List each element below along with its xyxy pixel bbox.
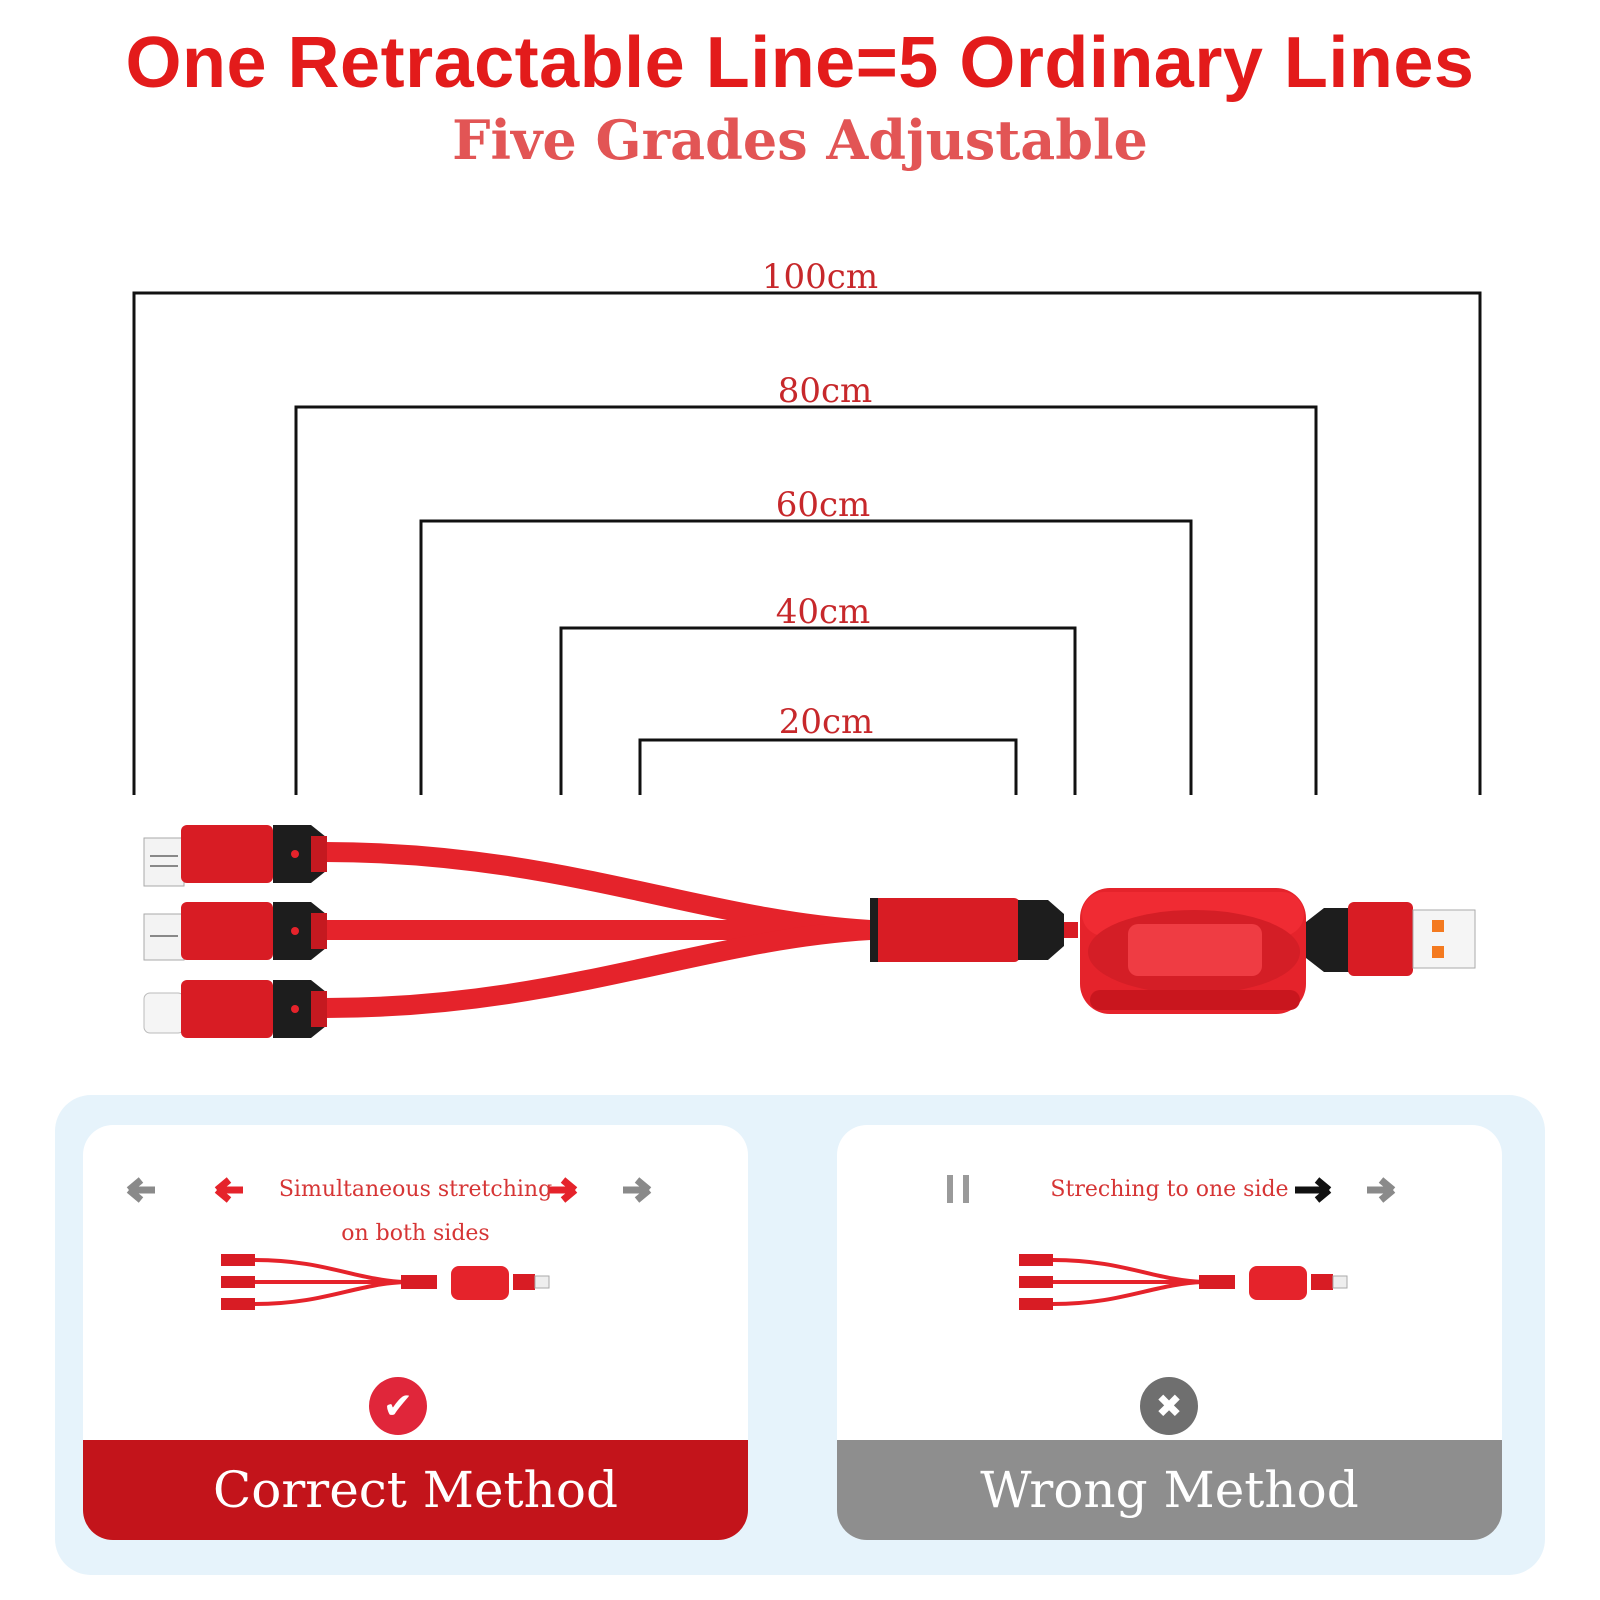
correct-note-line1: Simultaneous stretching (278, 1177, 553, 1202)
bracket-20cm (638, 738, 1018, 795)
bracket-100cm (132, 291, 1482, 795)
stretch-arrows (126, 1177, 652, 1203)
check-icon: ✔ (369, 1377, 427, 1435)
length-label-40cm: 40cm (776, 592, 871, 632)
wrong-method-card: Streching to one side ✖ Wrong Method (837, 1125, 1502, 1540)
wrong-note-line1: Streching to one side (1050, 1177, 1289, 1202)
arrow-left-red-icon (214, 1177, 243, 1203)
bracket-60cm (419, 519, 1193, 795)
length-label-20cm: 20cm (779, 702, 874, 742)
retractable-reel-icon (1080, 888, 1306, 1014)
arrow-left-gray-icon (126, 1177, 155, 1203)
arrow-right-red-icon (549, 1177, 578, 1203)
arrow-right-gray-icon (1367, 1177, 1396, 1203)
stop-bar-icon (947, 1175, 953, 1203)
usb-c-connector-icon (143, 902, 327, 961)
wrong-method-label: Wrong Method (837, 1440, 1502, 1540)
page-subtitle: Five Grades Adjustable (452, 108, 1148, 172)
lightning-connector-icon (143, 980, 327, 1038)
length-label-80cm: 80cm (778, 371, 873, 411)
one-side-arrows (947, 1175, 1396, 1203)
close-icon: ✖ (1140, 1377, 1198, 1435)
correct-note-line2: on both sides (341, 1221, 490, 1246)
bracket-80cm (294, 405, 1318, 795)
length-diagram: 100cm 80cm 60cm 40cm 20cm (132, 257, 1482, 1038)
length-label-100cm: 100cm (762, 257, 878, 297)
arrow-right-gray-icon (623, 1177, 652, 1203)
length-label-60cm: 60cm (776, 485, 871, 525)
correct-method-label: Correct Method (83, 1440, 748, 1540)
usb-a-connector-icon (1306, 902, 1476, 976)
arrow-right-black-icon (1295, 1177, 1332, 1203)
micro-usb-connector-top-icon (143, 825, 327, 887)
splitter-icon (870, 898, 1078, 962)
cable-illustration (143, 825, 1476, 1038)
mini-cable-wrong-icon (1019, 1254, 1348, 1310)
mini-cable-correct-icon (221, 1254, 550, 1310)
bracket-40cm (559, 626, 1077, 795)
page-title: One Retractable Line=5 Ordinary Lines (125, 23, 1475, 103)
correct-method-card: Simultaneous stretching on both sides ✔ … (83, 1125, 748, 1540)
